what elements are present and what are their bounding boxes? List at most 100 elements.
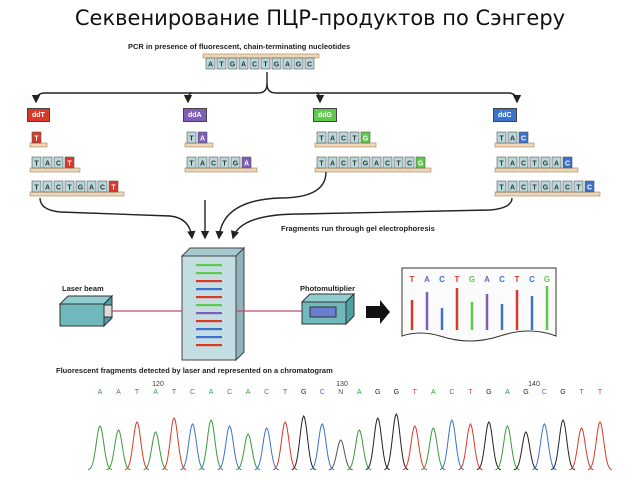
fragment-ddC-base-letter: T	[499, 136, 504, 143]
chromatogram-base: C	[320, 389, 325, 396]
fragment-ddC-nucleotide	[540, 156, 551, 169]
reaction-tag-ddT: ddT	[27, 108, 50, 122]
fragment-ddG-nucleotide	[360, 156, 371, 169]
chromatogram-trace-peak	[476, 421, 502, 471]
fragment-ddA-nucleotide	[186, 131, 197, 144]
fragment-ddC-nucleotide	[507, 156, 518, 169]
chromatogram-position: 120	[152, 381, 164, 388]
gel-band	[196, 336, 222, 339]
fragment-ddA-nucleotide	[230, 156, 241, 169]
chromatogram-base: A	[98, 389, 103, 396]
chromatogram-trace-peak	[180, 423, 205, 471]
chromatogram-trace-peak	[384, 412, 409, 471]
chromatogram-base: T	[283, 389, 288, 396]
fragment-ddG-base-letter: T	[396, 161, 401, 168]
chromatogram-trace-peak	[550, 418, 576, 471]
fragment-ddC-backbone	[494, 191, 601, 197]
fragment-ddC-base-letter: T	[532, 185, 537, 192]
fragment-ddC-backbone	[494, 142, 535, 148]
chromatogram-trace-peak	[87, 425, 113, 471]
fragment-ddC-nucleotide	[518, 156, 529, 169]
fragment-ddG-base-letter: G	[363, 161, 369, 168]
fragment-ddG-base-letter: T	[319, 161, 324, 168]
chromatogram-position: 130	[336, 381, 348, 388]
fragment-ddC-nucleotide	[496, 156, 507, 169]
chromatogram-base: G	[486, 389, 491, 396]
detection-label: Fluorescent fragments detected by laser …	[56, 366, 333, 375]
template-nucleotide	[227, 57, 238, 70]
chromatogram-base: G	[301, 389, 306, 396]
fragment-ddC-base-letter: A	[554, 185, 559, 192]
gel-band	[196, 320, 222, 323]
chromatogram-base: C	[190, 389, 195, 396]
fragment-ddA-base-letter: C	[211, 161, 216, 168]
fragment-ddA-nucleotide	[208, 156, 219, 169]
photomultiplier-device	[300, 292, 356, 326]
gel-band	[196, 272, 222, 275]
chromatogram-base: C	[264, 389, 269, 396]
fragment-ddC-base-letter: C	[587, 185, 592, 192]
fragment-ddC-base-letter: T	[532, 161, 537, 168]
fragment-ddA-base-letter: G	[233, 161, 239, 168]
fragment-ddG-base-letter: G	[363, 136, 369, 143]
fragment-ddC-base-letter: C	[565, 185, 570, 192]
fragment-ddT-base-letter: T	[67, 161, 72, 168]
chromatogram-trace-peak	[124, 421, 150, 471]
fragment-ddC-nucleotide	[584, 180, 595, 193]
fragment-ddG-nucleotide	[371, 156, 382, 169]
fragment-ddC-base-letter: A	[510, 161, 515, 168]
fragment-ddT-base-letter: A	[45, 161, 50, 168]
branch-arrows	[31, 72, 522, 104]
fragment-ddG-base-letter: T	[352, 136, 357, 143]
fragment-ddG-base-letter: T	[319, 136, 324, 143]
fragment-ddT-nucleotide	[31, 131, 42, 144]
chromatogram-trace-peak	[254, 427, 279, 471]
readout-letter: G	[469, 275, 475, 284]
chromatogram-base: T	[413, 389, 418, 396]
fragment-ddT-base-letter: T	[111, 185, 116, 192]
fragment-ddC-base-letter: C	[521, 185, 526, 192]
fragment-ddC-nucleotide	[507, 180, 518, 193]
chromatogram-base: A	[246, 389, 251, 396]
chromatogram-base: A	[209, 389, 214, 396]
chromatogram-base: T	[135, 389, 140, 396]
fragment-ddC-nucleotide	[507, 131, 518, 144]
fragment-ddC-base-letter: A	[554, 161, 559, 168]
fragment-ddG-backbone	[314, 167, 432, 173]
chromatogram-base: C	[542, 389, 547, 396]
chromatogram-base: A	[153, 389, 158, 396]
gel-band	[196, 264, 222, 267]
template-base-letter: T	[263, 62, 268, 69]
chromatogram-base: A	[505, 389, 510, 396]
fragment-ddT-nucleotide	[42, 180, 53, 193]
template-nucleotide	[271, 57, 282, 70]
fragment-ddG-nucleotide	[349, 156, 360, 169]
chromatogram-trace-peak	[532, 423, 557, 471]
fragment-ddC-nucleotide	[529, 180, 540, 193]
fragment-ddG-nucleotide	[415, 156, 426, 169]
gel-band	[196, 344, 222, 347]
fragment-ddT-base-letter: A	[45, 185, 50, 192]
chromatogram-base: G	[394, 389, 399, 396]
fragment-ddA-base-letter: T	[189, 136, 194, 143]
template-backbone	[202, 53, 320, 59]
chromatogram-trace-peak	[198, 418, 224, 471]
fragment-ddA-nucleotide	[197, 156, 208, 169]
fragment-ddC-nucleotide	[551, 156, 562, 169]
fragment-ddC-nucleotide	[551, 180, 562, 193]
chromatogram-trace-peak	[347, 429, 372, 471]
electrophoresis-label: Fragments run through gel electrophoresi…	[281, 224, 435, 233]
chromatogram-trace-peak	[328, 439, 353, 471]
photomultiplier-label: Photomultiplier	[300, 284, 355, 293]
template-base-letter: A	[208, 62, 213, 69]
chromatogram-base: G	[375, 389, 380, 396]
fragment-ddT-nucleotide	[42, 156, 53, 169]
gel-band	[196, 280, 222, 283]
gel-band	[196, 296, 222, 299]
fragment-ddT-base-letter: A	[89, 185, 94, 192]
fragment-ddG-base-letter: G	[418, 161, 424, 168]
fragment-ddG-nucleotide	[316, 131, 327, 144]
